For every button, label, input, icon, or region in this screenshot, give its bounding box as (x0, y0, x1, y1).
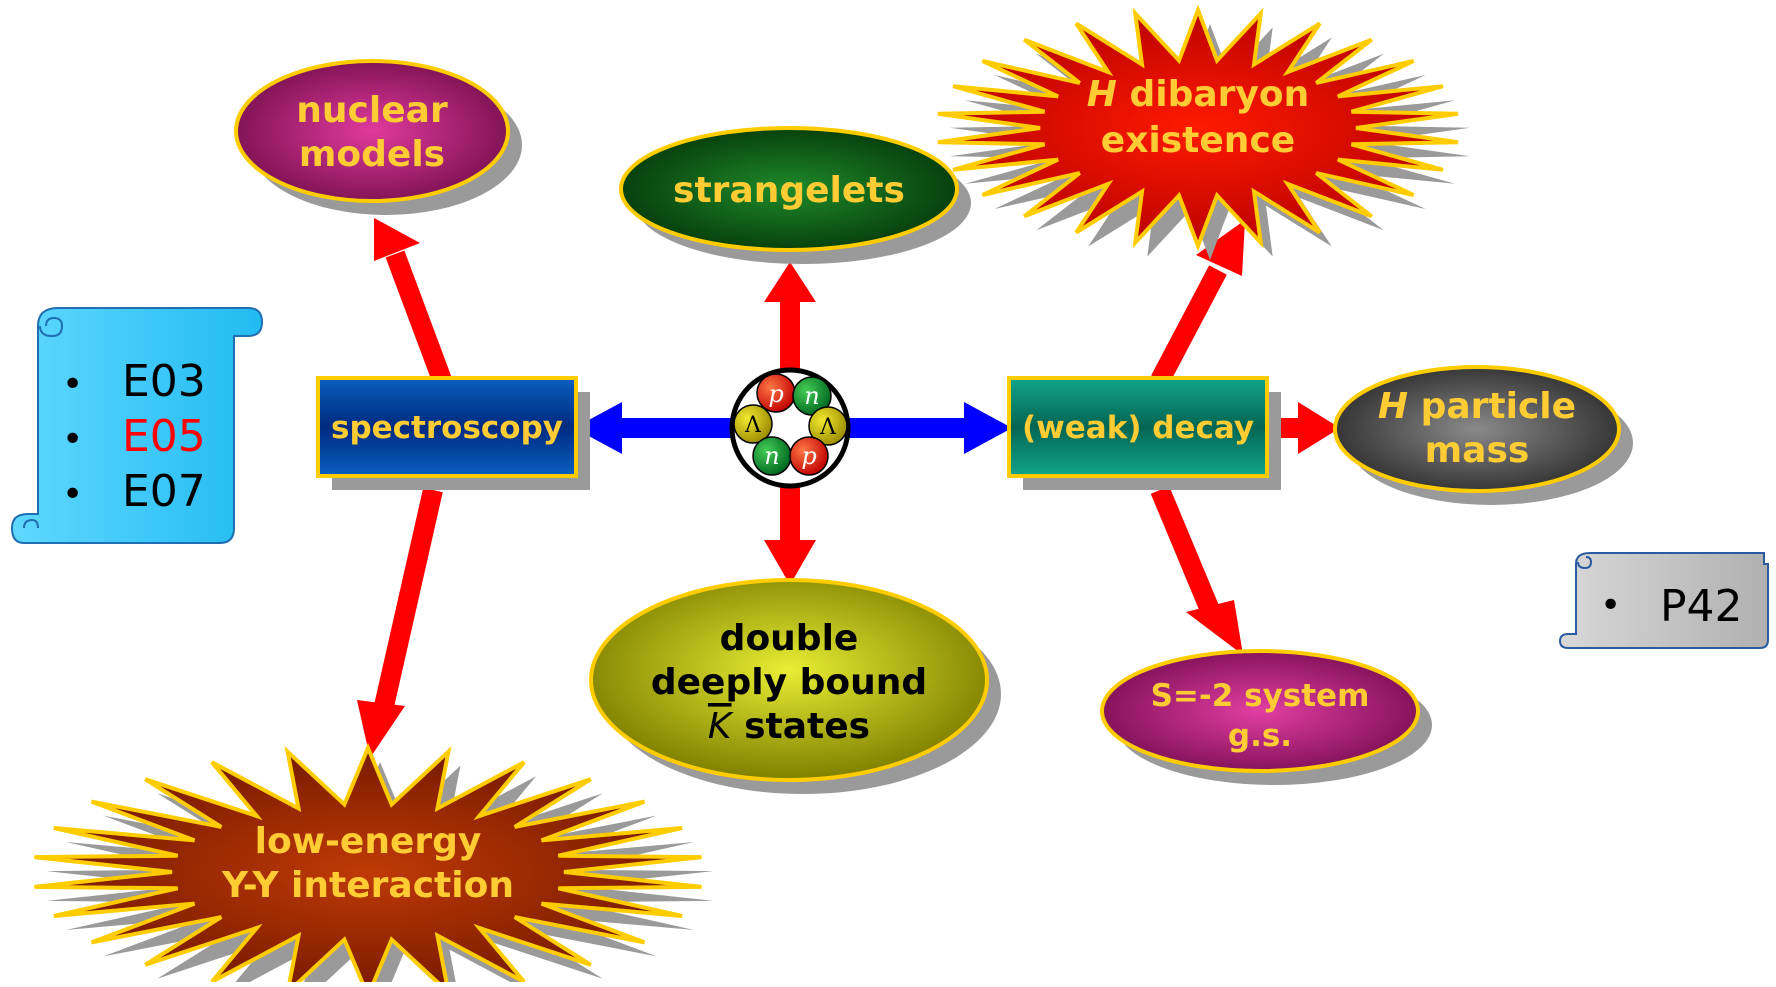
s2-line2: g.s. (1228, 718, 1292, 754)
nucleon-lambda: Λ (808, 406, 848, 446)
burst-low-energy: low-energy Y-Y interaction (34, 742, 714, 987)
experiment-e03: E03 (122, 356, 206, 407)
oval-nuclear-models: nuclear models (234, 59, 522, 215)
scroll-curl (39, 316, 64, 338)
experiment-bullet: • (62, 419, 83, 460)
nucleon-neutron: n (752, 436, 792, 476)
oval-shape (1100, 649, 1420, 773)
h-dibaryon-line1: H dibaryon (1087, 74, 1309, 115)
scroll-body (1558, 552, 1769, 649)
nuclear-models-line1: nuclear (296, 90, 448, 131)
h-mass-line2: mass (1425, 430, 1530, 471)
oval-shape (619, 126, 959, 252)
arrow-head-strangelets (764, 262, 816, 302)
experiment-bullet: • (62, 474, 83, 515)
oval-strangelets: strangelets (619, 126, 971, 264)
box-shape (316, 376, 578, 478)
double-kbar-line1: double (720, 618, 859, 659)
proposal-p42: P42 (1660, 581, 1743, 632)
arrow-head-nuclear-models (374, 218, 420, 261)
proposal-bullet: • (1600, 585, 1621, 626)
arrow-to-s2-system (1150, 486, 1220, 614)
arrow-head-low-energy (357, 700, 405, 758)
burst-h-dibaryon: H dibaryon existence (937, 4, 1471, 260)
arrows (357, 218, 1340, 758)
oval-shape (1333, 365, 1621, 493)
svg-text:p: p (801, 442, 816, 470)
oval-shape (589, 578, 989, 782)
experiment-bullet: • (62, 364, 83, 405)
scroll-curl (1577, 556, 1593, 570)
arrow-head-double-kbar (764, 540, 816, 585)
arrow-head-h-dibaryon (1196, 220, 1245, 276)
spectroscopy-label: spectroscopy (331, 410, 563, 446)
nucleon-proton: p (789, 436, 829, 476)
arrow-head-s2-system (1186, 600, 1243, 655)
box-decay: (weak) decay (1007, 376, 1281, 490)
double-kbar-line2: deeply bound (651, 662, 927, 703)
nucleon-proton: p (756, 373, 796, 413)
arrow-to-h-dibaryon (1151, 265, 1227, 385)
nucleon-lambda: Λ (733, 404, 773, 444)
experiment-e05: E05 (122, 411, 206, 462)
burst-shape (34, 742, 702, 987)
low-energy-line2: Y-Y interaction (221, 865, 514, 906)
box-spectroscopy: spectroscopy (316, 376, 590, 490)
h-mass-line1: H particle (1378, 386, 1576, 427)
s2-line1: S=-2 system (1151, 678, 1370, 714)
scroll-curl (23, 518, 39, 529)
arrow-head-decay (964, 402, 1012, 454)
burst-shape (937, 4, 1459, 252)
kbar-symbol: K (708, 706, 734, 747)
arrow-to-nuclear-models (385, 250, 452, 384)
nuclear-models-line2: models (299, 134, 445, 175)
double-kbar-line3: K states (708, 706, 870, 747)
arrow-to-low-energy (372, 487, 443, 718)
svg-text:p: p (768, 380, 783, 408)
scroll-body (10, 307, 264, 544)
svg-text:n: n (764, 442, 779, 470)
oval-h-particle-mass: H particle mass (1333, 365, 1633, 505)
arrow-head-spectroscopy (574, 402, 622, 454)
svg-text:n: n (804, 382, 819, 410)
svg-text:Λ: Λ (744, 413, 762, 438)
low-energy-line1: low-energy (255, 821, 482, 862)
arrow-head-h-mass (1298, 402, 1340, 454)
experiment-e07: E07 (122, 466, 206, 517)
h-dibaryon-line2: existence (1101, 120, 1295, 161)
svg-text:Λ: Λ (819, 415, 837, 440)
scroll-proposal: • P42 (1558, 552, 1769, 649)
oval-double-kbar: double deeply bound K states (589, 578, 1001, 794)
strangelets-label: strangelets (673, 170, 905, 211)
oval-shape (234, 59, 510, 203)
box-shape (1007, 376, 1269, 478)
oval-s2-system: S=-2 system g.s. (1100, 649, 1432, 785)
center-nucleus: p n Λ Λ n p (729, 367, 851, 489)
scroll-experiments: • E03 • E05 • E07 (10, 307, 264, 544)
decay-label: (weak) decay (1022, 410, 1254, 446)
